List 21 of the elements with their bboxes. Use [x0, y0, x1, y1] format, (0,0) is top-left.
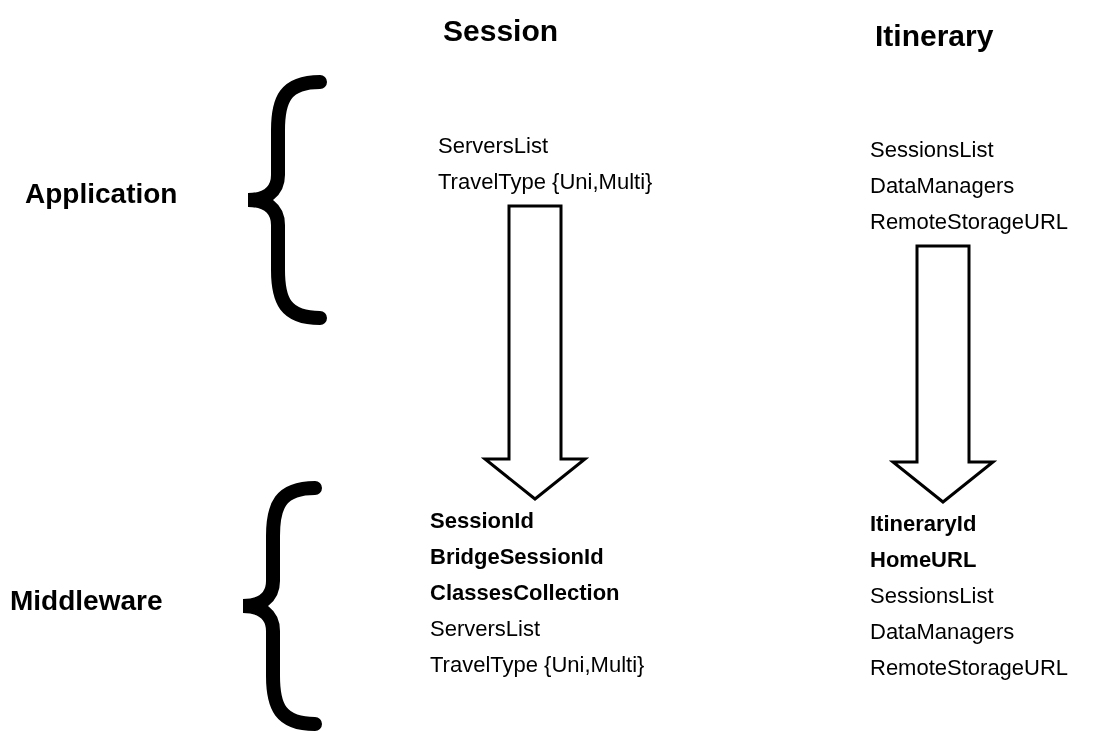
attribute-name: RemoteStorageURL [870, 208, 1069, 236]
attribute-name: TravelType {Uni,Multi} [430, 651, 645, 679]
hollow-arrow [480, 204, 590, 501]
row-heading: Application [25, 177, 178, 211]
attribute-name: ItineraryId [870, 510, 977, 538]
row-heading: Middleware [10, 584, 163, 618]
column-heading: Itinerary [875, 18, 994, 54]
attribute-name: SessionsList [870, 136, 994, 164]
attribute-name: HomeURL [870, 546, 977, 574]
attribute-name: BridgeSessionId [430, 543, 604, 571]
hollow-arrow [888, 244, 998, 504]
attribute-name: ServersList [438, 132, 549, 160]
attribute-name: SessionsList [870, 582, 994, 610]
attribute-name: ClassesCollection [430, 579, 620, 607]
attribute-name: DataManagers [870, 618, 1015, 646]
attribute-name: RemoteStorageURL [870, 654, 1069, 682]
attribute-name: SessionId [430, 507, 534, 535]
attribute-name: DataManagers [870, 172, 1015, 200]
column-heading: Session [443, 13, 559, 49]
attribute-name: TravelType {Uni,Multi} [438, 168, 653, 196]
attribute-name: ServersList [430, 615, 541, 643]
